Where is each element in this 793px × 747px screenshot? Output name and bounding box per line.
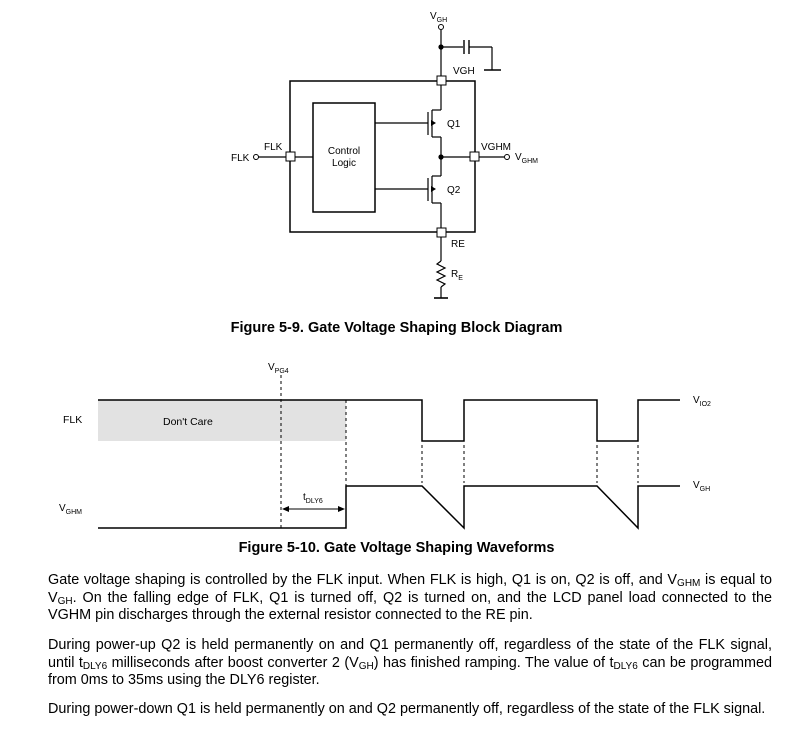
flk-pin-label: FLK <box>264 142 283 153</box>
vgh-level-label: VGH <box>693 480 710 493</box>
control-logic-label-1: Control <box>328 146 360 157</box>
q1-label: Q1 <box>447 119 461 130</box>
tdly6-label: tDLY6 <box>303 492 323 505</box>
re-pin-label: RE <box>451 239 465 250</box>
vghm-waveform <box>98 485 680 530</box>
q1-transistor-icon <box>375 109 441 138</box>
vghm-signal-label: VGHM <box>59 503 82 516</box>
paragraph-power-up: During power-up Q2 is held permanently o… <box>48 637 772 688</box>
vghm-terminal-label: VGHM <box>515 152 538 165</box>
q2-label: Q2 <box>447 185 461 196</box>
resistor-icon <box>435 260 447 288</box>
vgh-pin-label: VGH <box>453 66 475 77</box>
figure-5-9-caption: Figure 5-9. Gate Voltage Shaping Block D… <box>230 320 563 336</box>
paragraph-flk-control: Gate voltage shaping is controlled by th… <box>48 572 772 623</box>
vgh-pin <box>436 75 447 86</box>
flk-terminal <box>253 154 259 160</box>
vghm-pin <box>469 151 480 162</box>
tdly6-arrow-right-icon <box>338 506 345 512</box>
vghm-pin-label: VGHM <box>481 142 511 153</box>
flk-waveform <box>346 399 680 442</box>
re-pin <box>436 227 447 238</box>
vgh-terminal <box>438 24 444 30</box>
resistor-label: RE <box>451 269 463 282</box>
paragraph-power-down: During power-down Q1 is held permanently… <box>48 701 766 717</box>
q2-transistor-icon <box>375 175 441 204</box>
vio2-label: VIO2 <box>693 395 711 408</box>
block-diagram: VGH VGH Control Logic FLK FLK Q1 VGHM VG… <box>231 11 538 299</box>
vpg4-label: VPG4 <box>268 362 289 375</box>
vgh-terminal-label: VGH <box>430 11 447 24</box>
tdly6-arrow-left-icon <box>282 506 289 512</box>
control-logic-label-2: Logic <box>332 158 356 169</box>
figure-5-10-caption: Figure 5-10. Gate Voltage Shaping Wavefo… <box>238 540 555 556</box>
dont-care-region <box>98 400 346 441</box>
flk-terminal-label: FLK <box>231 153 250 164</box>
waveform-diagram: Don't Care VPG4 FLK VIO2 VGHM VGH tDLY6 <box>59 362 711 530</box>
flk-signal-label: FLK <box>63 414 82 426</box>
dont-care-label: Don't Care <box>163 416 213 428</box>
vghm-terminal <box>504 154 510 160</box>
flk-pin <box>285 151 296 162</box>
